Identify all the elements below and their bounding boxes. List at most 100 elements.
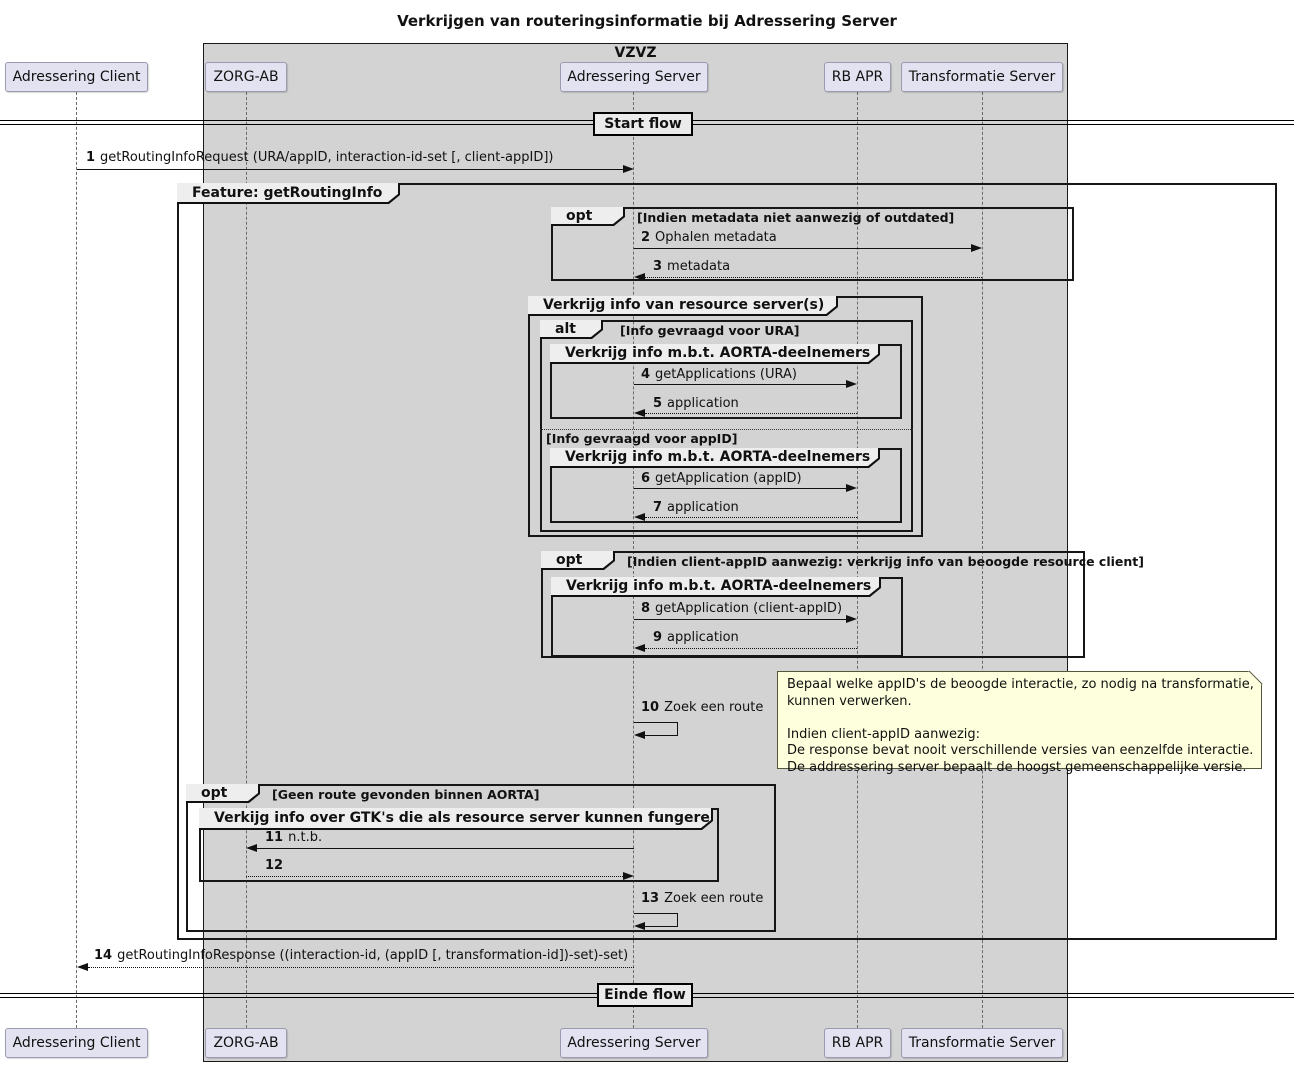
message-2-arrowhead — [971, 243, 982, 252]
frame-opt-geen-route — [186, 784, 776, 932]
frame-group-aorta-1-label: Verkrijg info m.b.t. AORTA-deelnemers — [550, 344, 878, 362]
frame-feature-label: Feature: getRoutingInfo — [177, 183, 398, 202]
note-line: kunnen verwerken. — [787, 693, 912, 709]
lifeline-adressering-client — [76, 92, 77, 1028]
message-9-arrowhead — [634, 643, 645, 652]
note-line: De response bevat nooit verschillende ve… — [787, 743, 1254, 758]
message-14-arrowhead — [77, 962, 88, 971]
message-13-loop-top — [634, 913, 678, 914]
message-1-arrowhead — [623, 164, 634, 173]
einde-flow-divider-label: Einde flow — [597, 983, 693, 1007]
frame-alt-info-guard-appid: [Info gevraagd voor appID] — [546, 431, 738, 446]
message-6-arrowhead — [846, 483, 857, 492]
message-3-line — [645, 277, 982, 278]
message-12: 12 — [265, 858, 284, 873]
note-line: De addressering server bepaalt de hoogst… — [787, 759, 1247, 775]
frame-group-gtk-label: Verkijg info over GTK's die als resource… — [199, 808, 711, 828]
frame-opt-geen-route-keyword: opt — [186, 784, 258, 801]
start-flow-divider-label: Start flow — [593, 112, 693, 136]
frame-opt-metadata-guard: [Indien metadata niet aanwezig of outdat… — [637, 210, 955, 225]
message-7-arrowhead — [634, 512, 645, 521]
lifeline-transformatie-server — [982, 92, 983, 1028]
message-12-line — [246, 876, 623, 877]
message-13-loop-bottom — [644, 926, 678, 927]
message-11-arrowhead — [246, 843, 257, 852]
participant-rb-apr-bottom: RB APR — [824, 1028, 891, 1058]
frame-opt-client-appid — [541, 551, 1085, 658]
frame-group-resource-servers-label: Verkrijg info van resource server(s) — [528, 296, 836, 314]
message-7-line — [645, 517, 857, 518]
message-10-arrowhead — [634, 730, 645, 739]
participant-adressering-client-bottom: Adressering Client — [5, 1028, 148, 1058]
frame-group-gtk-tab: Verkijg info over GTK's die als resource… — [199, 808, 713, 830]
frame-group-aorta-3-tab: Verkrijg info m.b.t. AORTA-deelnemers — [551, 577, 881, 597]
message-10-loop-top — [634, 722, 678, 723]
participant-rb-apr-top: RB APR — [824, 62, 891, 92]
lifeline-adressering-server — [633, 92, 634, 1028]
frame-alt-info-keyword: alt — [540, 320, 601, 337]
frame-group-aorta-1-tab: Verkrijg info m.b.t. AORTA-deelnemers — [550, 344, 880, 364]
frame-group-aorta-2-tab: Verkrijg info m.b.t. AORTA-deelnemers — [550, 448, 880, 468]
message-13-arrowhead — [634, 921, 645, 930]
message-14-line — [88, 967, 634, 968]
frame-group-aorta-2-label: Verkrijg info m.b.t. AORTA-deelnemers — [550, 448, 878, 466]
message-6-line — [634, 488, 847, 489]
frame-feature-getroutinginfo — [177, 183, 1277, 940]
message-8-arrowhead — [846, 614, 857, 623]
frame-group-resource-servers-tab: Verkrijg info van resource server(s) — [528, 296, 838, 316]
message-1-line — [77, 169, 624, 170]
participant-zorg-ab-bottom: ZORG-AB — [205, 1028, 287, 1058]
message-12-arrowhead — [623, 871, 634, 880]
message-5-arrowhead — [634, 408, 645, 417]
participant-adressering-server-top: Adressering Server — [560, 62, 708, 92]
frame-opt-geen-route-guard: [Geen route gevonden binnen AORTA] — [272, 787, 540, 802]
note-line: Bepaal welke appID's de beoogde interact… — [787, 677, 1254, 692]
frame-opt-metadata-keyword: opt — [551, 207, 623, 224]
frame-opt-client-appid-tab: opt — [541, 551, 615, 570]
frame-opt-geen-route-tab: opt — [186, 784, 260, 803]
frame-opt-client-appid-keyword: opt — [541, 551, 613, 568]
lifeline-zorg-ab — [246, 92, 247, 1028]
participant-adressering-client-top: Adressering Client — [5, 62, 148, 92]
message-2-line — [634, 248, 972, 249]
message-8-line — [634, 619, 847, 620]
message-11-line — [257, 848, 634, 849]
participant-zorg-ab-top: ZORG-AB — [205, 62, 287, 92]
frame-opt-client-appid-guard: [Indien client-appID aanwezig: verkrijg … — [627, 554, 1144, 569]
frame-group-aorta-3-label: Verkrijg info m.b.t. AORTA-deelnemers — [551, 577, 879, 595]
frame-alt-info-section-divider — [540, 429, 913, 430]
participant-transformatie-server-top: Transformatie Server — [901, 62, 1063, 92]
vzvz-container-label: VZVZ — [614, 45, 657, 61]
page-title: Verkrijgen van routeringsinformatie bij … — [397, 12, 897, 30]
frame-alt-info — [540, 320, 913, 532]
frame-alt-info-tab: alt — [540, 320, 603, 339]
frame-alt-info-guard-ura: [Info gevraagd voor URA] — [620, 323, 800, 338]
message-9-line — [645, 648, 857, 649]
message-10-loop-bottom — [644, 735, 678, 736]
message-4-arrowhead — [846, 379, 857, 388]
message-10-loop-side — [677, 722, 679, 735]
note-line — [787, 710, 1252, 727]
frame-opt-metadata-tab: opt — [551, 207, 625, 226]
lifeline-rb-apr — [857, 92, 858, 1028]
participant-transformatie-server-bottom: Transformatie Server — [901, 1028, 1063, 1058]
message-5-line — [645, 413, 857, 414]
message-13-loop-side — [677, 913, 679, 926]
frame-opt-metadata — [551, 207, 1074, 281]
frame-feature-tab: Feature: getRoutingInfo — [177, 183, 400, 204]
message-3-arrowhead — [634, 272, 645, 281]
